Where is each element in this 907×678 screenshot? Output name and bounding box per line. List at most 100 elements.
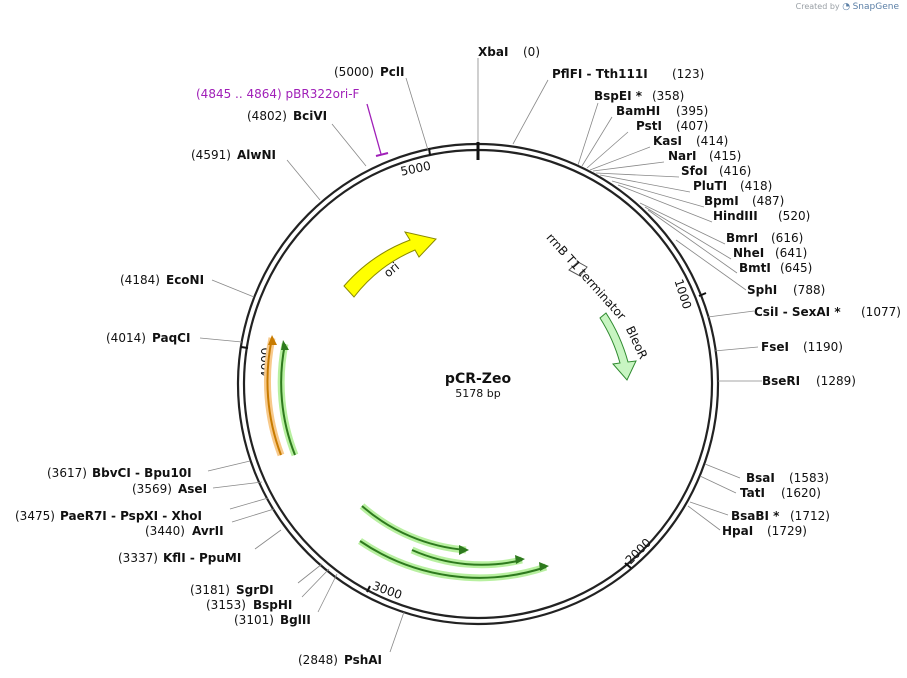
site-position: (4184) [120, 273, 160, 287]
site-bglii[interactable]: (3101) BglII [234, 613, 311, 627]
tick-label-5000: 5000 [399, 159, 432, 179]
site-bseri[interactable]: BseRI (1289) [762, 374, 856, 388]
site-paer7i[interactable]: (3475) PaeR7I - PspXI - XhoI [15, 509, 202, 523]
site-name: PaeR7I - PspXI - XhoI [60, 509, 202, 523]
terminator-arrow[interactable] [568, 261, 588, 277]
snapgene-credit: Created by ◔ SnapGene [796, 2, 899, 12]
site-position: (3617) [47, 466, 87, 480]
cds-left-orange[interactable] [264, 335, 285, 457]
tick-2000 [624, 562, 632, 569]
site-sgrdi[interactable]: (3181) SgrDI [190, 583, 274, 597]
site-avrii[interactable]: (3440) AvrII [145, 524, 224, 538]
site-name: BamHI [616, 104, 660, 118]
site-name: PluTI [693, 179, 727, 193]
site-position: (4802) [247, 109, 287, 123]
site-asei[interactable]: (3569) AseI [132, 482, 207, 496]
tick-5000 [428, 147, 431, 156]
site-name: AlwNI [237, 148, 276, 162]
site-name: SgrDI [236, 583, 274, 597]
site-position: (3569) [132, 482, 172, 496]
site-position: (1289) [816, 374, 856, 388]
site-position: (418) [740, 179, 772, 193]
cds-bottom-3[interactable] [358, 538, 549, 582]
primer-label: (4845 .. 4864) pBR322ori-F [196, 87, 360, 101]
site-hindiii[interactable]: HindIII (520) [713, 209, 810, 223]
site-bsphi[interactable]: (3153) BspHI [206, 598, 292, 612]
site-pflfi[interactable]: PflFI - Tth111I (123) [552, 67, 704, 81]
site-position: (416) [719, 164, 751, 178]
site-alwni[interactable]: (4591) AlwNI [191, 148, 276, 162]
terminator-label: rrnB T1 terminator [543, 230, 628, 322]
bleor-label: BleoR [623, 324, 650, 361]
primer-mark[interactable] [375, 152, 389, 157]
credit-brand: SnapGene [852, 2, 899, 12]
site-csii[interactable]: CsiI - SexAI * (1077) [754, 305, 901, 319]
site-nhei[interactable]: NheI (641) [733, 246, 807, 260]
site-name: PshAI [344, 653, 382, 667]
plasmid-name: pCR-Zeo [445, 371, 512, 387]
site-pshai[interactable]: (2848) PshAI [298, 653, 382, 667]
site-position: (3153) [206, 598, 246, 612]
site-name: HindIII [713, 209, 758, 223]
site-position: (123) [672, 67, 704, 81]
site-sfoi[interactable]: SfoI (416) [681, 164, 751, 178]
site-hpai[interactable]: HpaI (1729) [722, 524, 807, 538]
site-bcivi[interactable]: (4802) BciVI [247, 109, 327, 123]
tick-4000 [240, 346, 249, 349]
site-name: PclI [380, 65, 405, 79]
site-kasi[interactable]: KasI (414) [653, 134, 728, 148]
site-kfli[interactable]: (3337) KflI - PpuMI [118, 551, 241, 565]
site-name: CsiI - SexAI * [754, 305, 841, 319]
site-name: BsaI [746, 471, 775, 485]
site-bsabi[interactable]: BsaBI * (1712) [731, 509, 830, 523]
site-name: BspHI [253, 598, 292, 612]
site-position: (641) [775, 246, 807, 260]
site-position: (1077) [861, 305, 901, 319]
ori-arrow[interactable] [343, 231, 437, 298]
site-pcli[interactable]: (5000) PclI [334, 65, 405, 79]
site-position: (788) [793, 283, 825, 297]
cds-left-green[interactable] [277, 340, 299, 457]
site-bbvci[interactable]: (3617) BbvCI - Bpu10I [47, 466, 192, 480]
site-position: (1729) [767, 524, 807, 538]
site-name: TatI [740, 486, 765, 500]
site-name: BpmI [704, 194, 739, 208]
site-position: (3475) [15, 509, 55, 523]
site-xbai[interactable]: XbaI (0) [478, 45, 540, 59]
site-bpmi[interactable]: BpmI (487) [704, 194, 784, 208]
cds-bottom-2[interactable] [410, 546, 525, 569]
site-name: EcoNI [166, 273, 204, 287]
site-position: (3101) [234, 613, 274, 627]
site-nari[interactable]: NarI (415) [668, 149, 741, 163]
site-bmri[interactable]: BmrI (616) [726, 231, 803, 245]
tick-label-1000: 1000 [671, 277, 694, 310]
site-name: SfoI [681, 164, 708, 178]
site-tati[interactable]: TatI (1620) [740, 486, 821, 500]
bleor-arrow[interactable] [599, 312, 637, 381]
site-psti[interactable]: PstI (407) [636, 119, 708, 133]
site-econi[interactable]: (4184) EcoNI [120, 273, 204, 287]
site-position: (616) [771, 231, 803, 245]
site-pluti[interactable]: PluTI (418) [693, 179, 772, 193]
primer-pointer [366, 103, 382, 155]
cds-bottom-1[interactable] [359, 503, 469, 555]
site-position: (1620) [781, 486, 821, 500]
site-name: SphI [747, 283, 777, 297]
site-name: BbvCI - Bpu10I [92, 466, 192, 480]
site-fsei[interactable]: FseI (1190) [761, 340, 843, 354]
site-paqci[interactable]: (4014) PaqCI [106, 331, 190, 345]
site-bsai[interactable]: BsaI (1583) [746, 471, 829, 485]
site-name: AvrII [192, 524, 224, 538]
snapgene-logo-icon: ◔ [842, 2, 851, 12]
site-bspei[interactable]: BspEI * (358) [594, 89, 684, 103]
site-position: (415) [709, 149, 741, 163]
site-position: (645) [780, 261, 812, 275]
site-bamhi[interactable]: BamHI (395) [616, 104, 708, 118]
site-name: NheI [733, 246, 764, 260]
site-name: BglII [280, 613, 311, 627]
site-sphi[interactable]: SphI (788) [747, 283, 825, 297]
site-position: (1190) [803, 340, 843, 354]
site-bmti[interactable]: BmtI (645) [739, 261, 812, 275]
site-name: BciVI [293, 109, 327, 123]
